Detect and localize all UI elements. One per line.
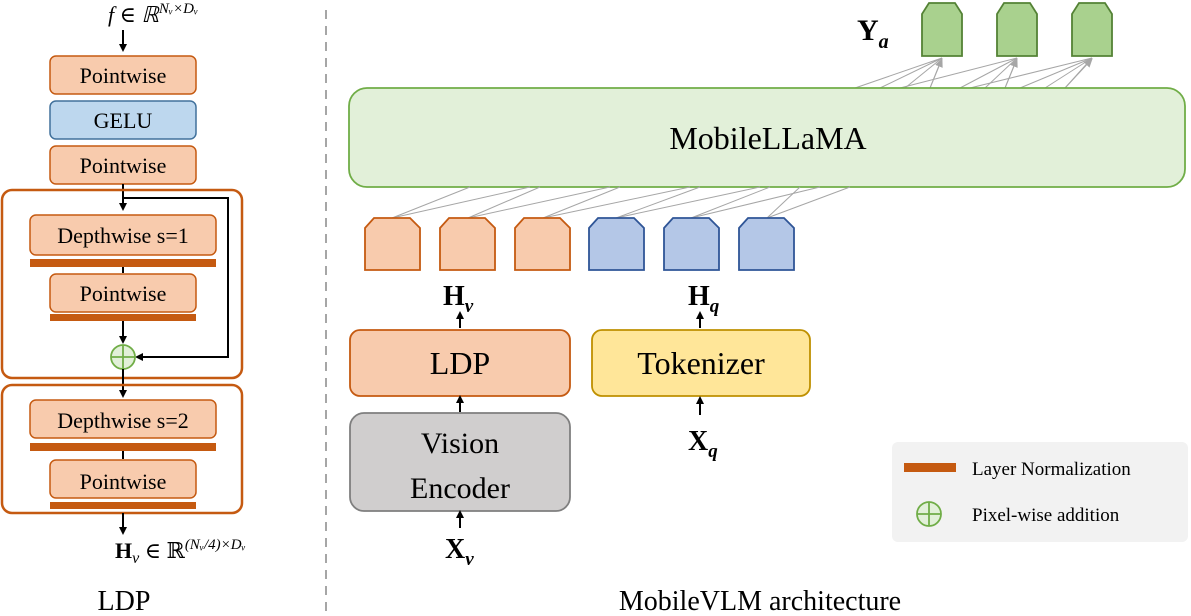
legend-layer-norm-swatch	[904, 463, 956, 472]
vision-token-1	[364, 217, 421, 271]
legend-pixel-add-label: Pixel-wise addition	[972, 505, 1120, 526]
output-token-2	[996, 2, 1038, 57]
legend-layer-norm-label: Layer Normalization	[972, 459, 1131, 480]
ldp-block-label: LDP	[430, 345, 490, 381]
mobilellama-block	[348, 87, 1186, 188]
vision-token-2	[439, 217, 496, 271]
output-label: Ya	[857, 14, 889, 53]
token-llm-connections	[391, 186, 851, 219]
vision-encoder-label-1: Vision	[421, 427, 499, 460]
vision-encoder-label-2: Encoder	[410, 472, 510, 505]
text-token-1	[588, 217, 645, 271]
layer-norm-bar-3	[30, 443, 216, 451]
pointwise-s1-block	[49, 273, 197, 313]
vision-token-3	[514, 217, 571, 271]
depthwise-s2-block	[29, 399, 217, 439]
legend: Layer Normalization Pixel-wise addition	[892, 442, 1188, 542]
pointwise-block-2-label: Pointwise	[80, 153, 167, 178]
arrowhead-output-2	[1004, 58, 1018, 89]
gelu-block	[49, 100, 197, 140]
legend-pixel-add-icon	[916, 501, 942, 527]
pointwise-s2-block	[49, 459, 197, 499]
llm-output-connections	[854, 57, 1093, 89]
image-input-label: Xv	[445, 534, 474, 570]
depthwise-s2-label: Depthwise s=2	[57, 408, 189, 433]
output-token-1	[921, 2, 963, 57]
tokenizer-block-label: Tokenizer	[637, 345, 765, 381]
ldp-panel: f ∈ ℝNᵥ×Dᵥ Pointwise GELU Pointwise Dept…	[0, 1, 246, 616]
architecture-panel: Ya MobileLLaMA	[348, 2, 1188, 616]
pointwise-block-1-label: Pointwise	[80, 63, 167, 88]
ldp-caption: LDP	[98, 586, 151, 616]
ldp-input-label: f ∈ ℝNᵥ×Dᵥ	[108, 1, 198, 27]
layer-norm-bar-1	[30, 259, 216, 267]
depthwise-s1-label: Depthwise s=1	[57, 223, 189, 248]
text-token-2	[663, 217, 720, 271]
pointwise-block-1	[49, 55, 197, 95]
gelu-block-label: GELU	[94, 108, 153, 133]
text-input-label: Xq	[688, 426, 718, 462]
legend-background	[892, 442, 1188, 542]
pointwise-s2-label: Pointwise	[80, 469, 167, 494]
layer-norm-bar-4	[50, 502, 196, 509]
pixel-add-icon	[110, 344, 136, 370]
mobilellama-label: MobileLLaMA	[669, 120, 866, 156]
architecture-caption: MobileVLM architecture	[619, 586, 901, 616]
layer-norm-bar-2	[50, 314, 196, 321]
residual-skip-connection	[123, 197, 229, 361]
ldp-output-label: Hv ∈ ℝ(Nᵥ/4)×Dᵥ	[115, 537, 246, 567]
output-token-3	[1071, 2, 1113, 57]
depthwise-s1-block	[29, 214, 217, 256]
vision-token-label: Hv	[443, 281, 474, 317]
pointwise-s1-label: Pointwise	[80, 281, 167, 306]
text-token-label: Hq	[688, 281, 720, 317]
arrowhead-output-1	[929, 58, 943, 89]
arrowhead-output-3	[1064, 58, 1093, 89]
text-token-3	[738, 217, 795, 271]
